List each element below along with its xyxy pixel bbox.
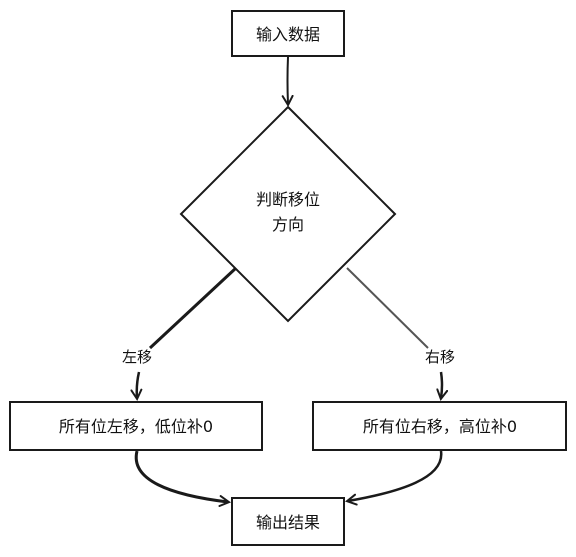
right-shift-node: 所有位右移，高位补0	[312, 401, 567, 451]
left-shift-label: 所有位左移，低位补0	[59, 417, 213, 436]
edge-left-arrow-tail	[137, 371, 139, 398]
edge-left-to-output	[134, 450, 228, 502]
output-node: 输出结果	[231, 497, 345, 546]
output-label: 输出结果	[256, 513, 320, 532]
right-shift-label: 所有位右移，高位补0	[363, 417, 517, 436]
edge-label-right: 右移	[425, 348, 455, 366]
edge-right-to-output	[348, 450, 443, 501]
edge-decision-to-right	[346, 267, 429, 349]
edge-decision-to-left	[148, 266, 238, 350]
edge-label-left: 左移	[122, 348, 152, 366]
input-label: 输入数据	[256, 25, 320, 44]
decision-label-line2: 方向	[272, 215, 304, 234]
edge-input-to-decision	[288, 56, 289, 104]
decision-label-line1: 判断移位	[256, 190, 320, 209]
left-shift-node: 所有位左移，低位补0	[9, 401, 263, 451]
input-node: 输入数据	[231, 10, 345, 57]
edge-right-arrow-tail	[441, 371, 442, 398]
